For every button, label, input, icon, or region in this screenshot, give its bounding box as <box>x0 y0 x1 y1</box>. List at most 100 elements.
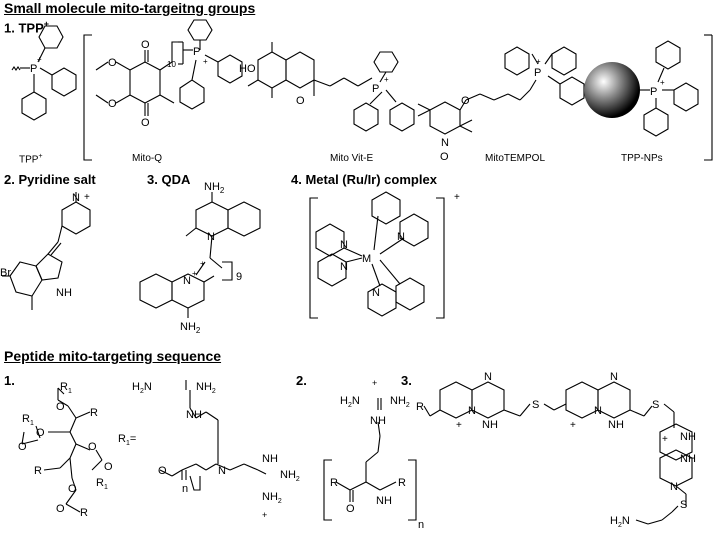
atom-nh2: NH2 <box>204 181 225 195</box>
atom-o: O <box>461 95 470 107</box>
label-tpp: TPP+ <box>19 153 43 166</box>
atom-o: O <box>108 98 117 110</box>
charge-plus: + <box>456 420 462 431</box>
atom-nh: NH <box>376 495 392 507</box>
atom-o: O <box>18 441 27 453</box>
charge-plus: + <box>662 434 668 445</box>
phenylpyridine-ring <box>395 277 425 311</box>
phenylpyridine-ring <box>367 283 397 317</box>
peptide-heading: Peptide mito-targeting sequence <box>4 348 222 364</box>
phenyl-ring <box>559 76 585 106</box>
tpp-structure <box>11 25 77 121</box>
mito-tempol-structure <box>417 46 585 135</box>
atom-r: R <box>80 507 88 519</box>
peptide-1-structure <box>21 380 267 513</box>
atom-n-index: n <box>182 483 188 495</box>
atom-p: P <box>534 67 541 79</box>
charge-plus: + <box>37 55 42 64</box>
label-mito-q: Mito-Q <box>132 153 162 164</box>
phenyl-ring <box>51 67 77 97</box>
pyridinium-ring <box>61 201 91 235</box>
bicyclic-ring <box>597 381 631 419</box>
atom-nh: NH <box>680 453 696 465</box>
label-mito-vit-e: Mito Vit-E <box>330 153 374 164</box>
charge-plus: + <box>84 192 90 203</box>
phenyl-ring <box>389 102 415 132</box>
atom-o-radical: O <box>440 151 449 163</box>
piperidine-ring <box>429 101 461 135</box>
charge-plus: + <box>536 57 541 66</box>
bicyclic-ring <box>565 381 599 419</box>
peptide-1-label: 1. <box>4 373 15 388</box>
phenyl-ring <box>179 79 205 110</box>
atom-nh: NH <box>680 431 696 443</box>
complex-charge: + <box>454 192 460 203</box>
atom-r: R <box>398 477 406 489</box>
atom-o: O <box>108 57 117 69</box>
bicyclic-ring <box>659 423 693 461</box>
atom-r1: R1 <box>96 477 108 491</box>
mito-vit-e-structure <box>247 42 415 132</box>
atom-n: N <box>397 231 405 243</box>
charge-plus: + <box>203 57 208 66</box>
atom-n: N <box>594 405 602 417</box>
chain-count-10: 10 <box>167 60 176 69</box>
charge-plus: + <box>262 510 267 520</box>
tpp-nps-structure <box>584 40 699 137</box>
section-qda-title: 3. QDA <box>147 172 191 187</box>
phenyl-ring <box>673 82 699 112</box>
atom-s: S <box>652 399 659 411</box>
atom-n-index: n <box>418 519 424 531</box>
metal-complex-structure <box>309 191 445 319</box>
phenyl-ring <box>373 51 399 73</box>
atom-s: S <box>680 499 687 511</box>
section-tpp-label: 1. TPP <box>4 20 44 36</box>
atom-r: R <box>90 407 98 419</box>
atom-o: O <box>296 95 305 107</box>
charge-plus: + <box>192 269 197 278</box>
phenyl-ring <box>504 46 530 76</box>
charge-plus: + <box>372 378 377 388</box>
wavy-bond <box>11 66 21 71</box>
atom-r1: R1 <box>22 413 34 427</box>
mito-q-structure <box>95 19 243 116</box>
atom-n: N <box>670 481 678 493</box>
left-bracket <box>83 34 92 161</box>
section-tpp-sup: + <box>43 19 50 29</box>
section-tpp-title: 1. TPP+ <box>4 19 49 35</box>
chroman-aromatic <box>257 51 287 89</box>
atom-nh: NH <box>608 419 624 431</box>
atom-h2n: H2N <box>340 395 360 409</box>
atom-nh: NH <box>370 415 386 427</box>
atom-o: O <box>56 401 65 413</box>
atom-r: R <box>330 477 338 489</box>
pyrrole-ring <box>35 253 63 281</box>
atom-n: N <box>468 405 476 417</box>
atom-o: O <box>56 503 65 515</box>
bicyclic-ring <box>471 381 505 419</box>
phenylpyridine-ring <box>399 213 429 247</box>
phenyl-ring <box>551 46 577 76</box>
phenyl-ring <box>217 54 243 84</box>
charge-plus: + <box>200 259 205 268</box>
charge-plus: + <box>384 75 389 84</box>
atom-nh2: NH2 <box>196 381 216 395</box>
atom-r: R <box>34 465 42 477</box>
atom-nh: NH <box>262 453 278 465</box>
atom-r: R <box>416 401 424 413</box>
label-mito-tempol: MitoTEMPOL <box>485 153 546 164</box>
atom-nh: NH <box>186 409 202 421</box>
quinoline-ring-b <box>227 201 261 237</box>
atom-n: N <box>183 275 191 287</box>
atom-o: O <box>104 461 113 473</box>
atom-o: O <box>158 465 167 477</box>
peptide-2-structure <box>323 398 417 521</box>
atom-o: O <box>141 117 150 129</box>
atom-o: O <box>141 39 150 51</box>
small-molecule-heading: Small molecule mito-targeitng groups <box>4 0 256 16</box>
atom-o: O <box>88 441 97 453</box>
atom-p: P <box>372 83 379 95</box>
atom-nh2: NH2 <box>280 469 300 483</box>
nanoparticle-sphere <box>584 62 640 118</box>
complex-bracket-left <box>309 197 318 319</box>
